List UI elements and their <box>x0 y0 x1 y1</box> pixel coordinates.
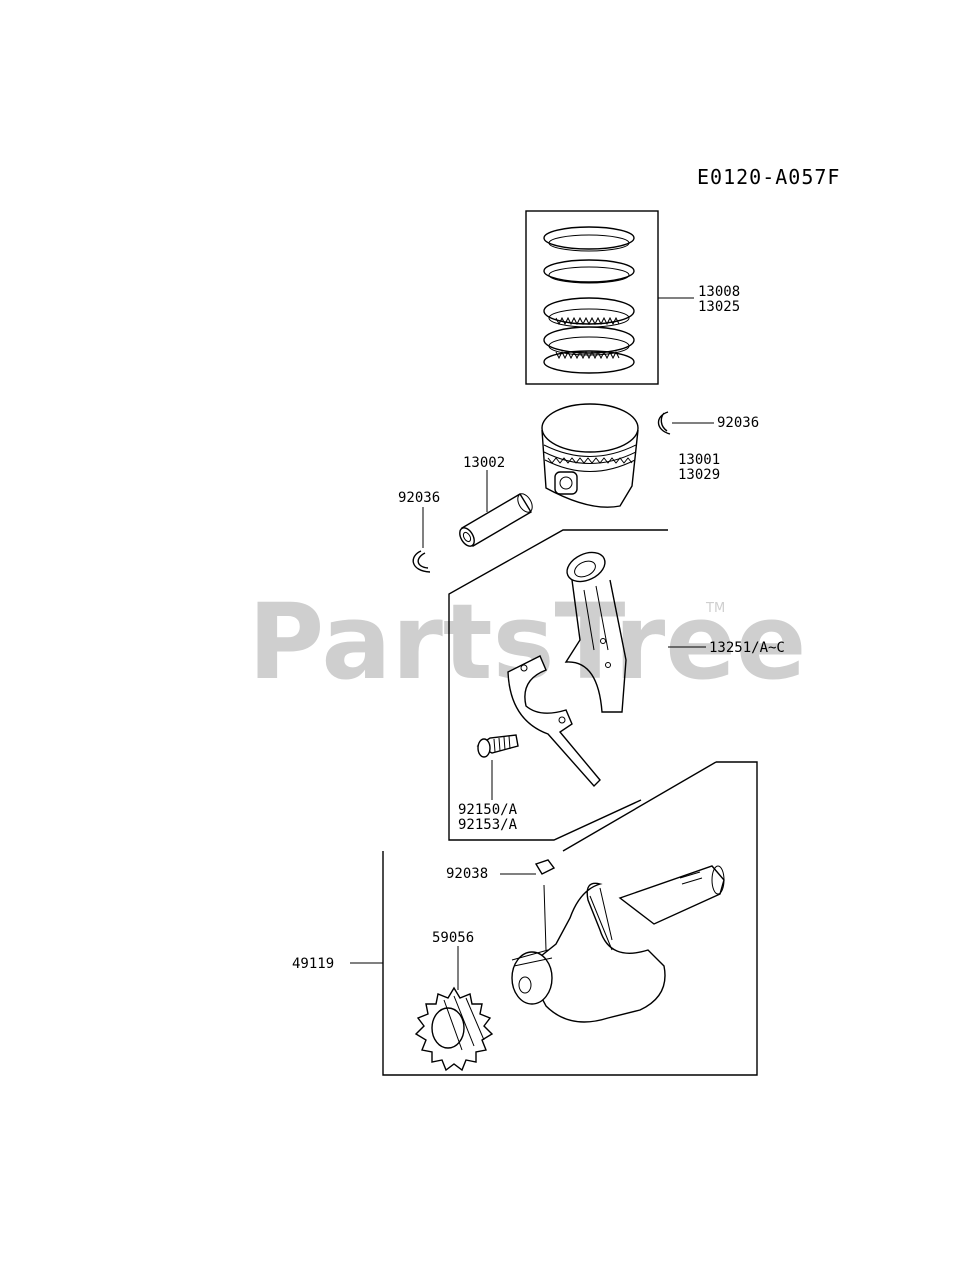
circlip-left[interactable] <box>412 550 431 573</box>
piston[interactable] <box>541 403 639 508</box>
watermark-trademark: TM <box>705 601 725 616</box>
label-59056: 59056 <box>432 930 474 946</box>
label-92036-left: 92036 <box>398 490 440 506</box>
label-49119: 49119 <box>292 956 334 972</box>
label-92038: 92038 <box>446 866 488 882</box>
rod-bolt[interactable] <box>476 734 519 758</box>
label-92153: 92153/A <box>458 817 518 833</box>
piston-pin[interactable] <box>457 491 535 548</box>
circlip-right[interactable] <box>657 411 671 435</box>
crankshaft-gear[interactable] <box>414 986 494 1072</box>
conrod-group-frame <box>448 529 668 841</box>
label-92036-right: 92036 <box>717 415 759 431</box>
label-13029: 13029 <box>678 467 720 483</box>
label-13251: 13251/A~C <box>709 640 785 656</box>
connecting-rod[interactable] <box>562 547 627 713</box>
rod-cap[interactable] <box>507 655 601 788</box>
crankshaft-group-frame <box>382 761 758 1076</box>
label-92150: 92150/A <box>458 802 518 818</box>
label-13025: 13025 <box>698 299 740 315</box>
woodruff-key[interactable] <box>534 859 556 875</box>
label-13008: 13008 <box>698 284 740 300</box>
leader-crank-key <box>543 884 547 951</box>
piston-ring-set[interactable] <box>525 210 659 385</box>
label-13002: 13002 <box>463 455 505 471</box>
crankshaft[interactable] <box>511 865 725 1023</box>
diagram-reference-code: E0120-A057F <box>697 165 840 189</box>
label-13001: 13001 <box>678 452 720 468</box>
